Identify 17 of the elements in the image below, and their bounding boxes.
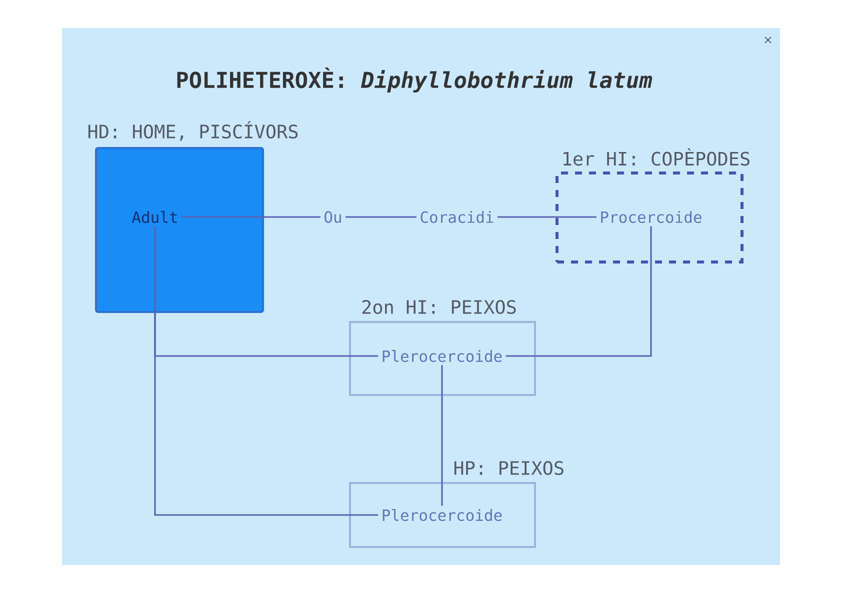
connector-line: [182, 216, 320, 218]
connector-line: [441, 365, 443, 506]
connector-line: [346, 216, 416, 218]
stage-label: Plerocercoide: [382, 350, 502, 362]
connector-line: [498, 216, 596, 218]
stage-label: Adult: [132, 210, 177, 224]
stage-label: Ou: [324, 211, 341, 223]
connector-line: [506, 226, 652, 357]
host-label: 1er HI: COPÈPODES: [564, 148, 750, 166]
stage-label: Coracidi: [420, 211, 494, 223]
host-label: HD: HOME, PISCÍVORS: [88, 121, 298, 141]
title: POLIHETEROXÈ: Diphyllobothrium latum: [177, 68, 652, 92]
stage-label: Procercoide: [601, 211, 702, 223]
host-label: HP: PEIXOS: [454, 461, 564, 475]
stage-label: Plerocercoide: [382, 508, 502, 522]
connector-line: [154, 226, 378, 357]
host-label: 2on HI: PEIXOS: [362, 300, 516, 314]
